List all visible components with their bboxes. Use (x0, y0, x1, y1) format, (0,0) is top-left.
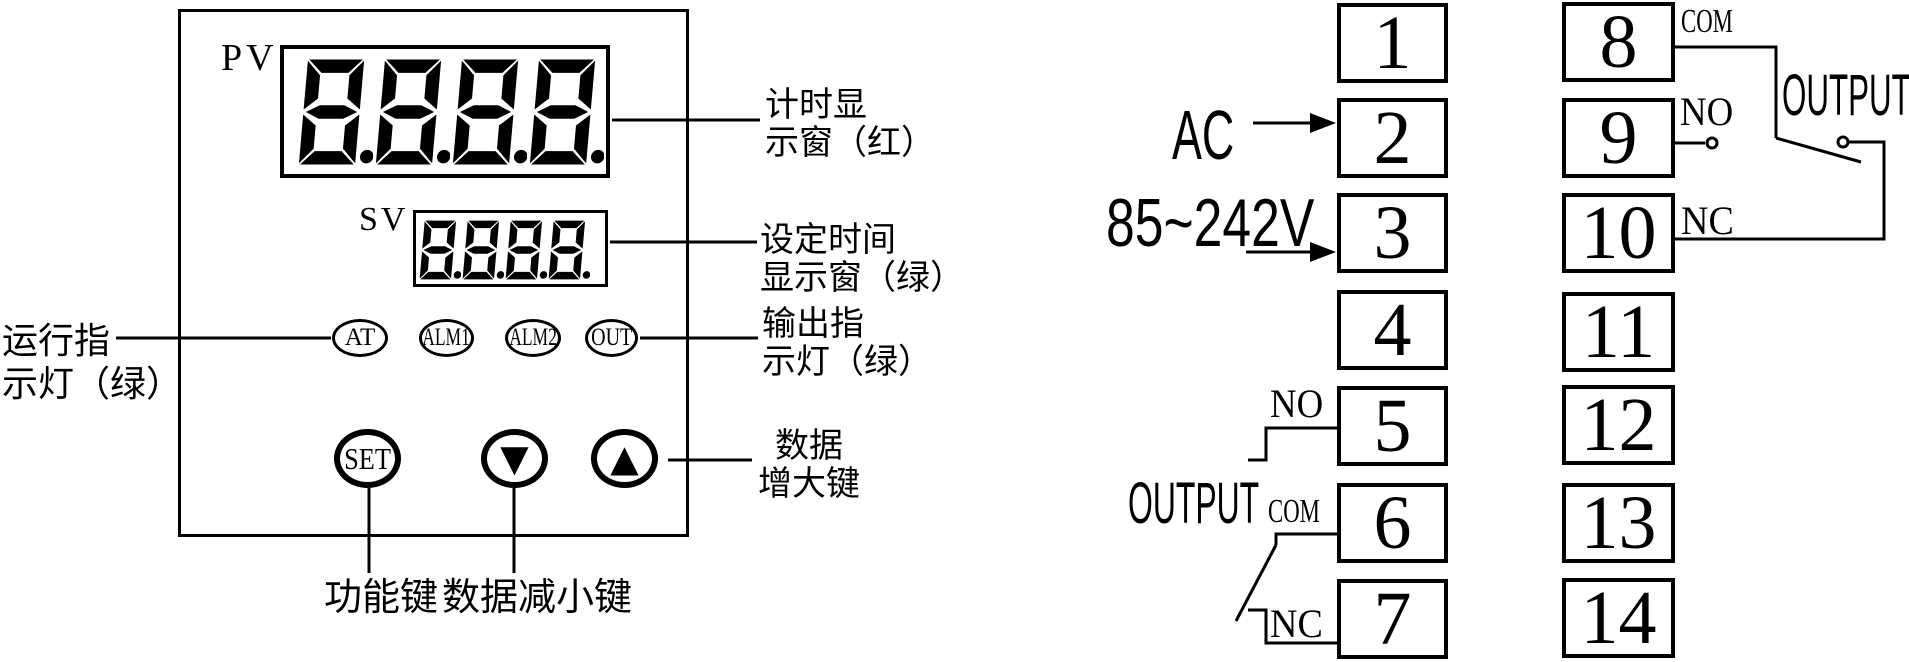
lamp-alm1-label: ALM1 (422, 324, 471, 351)
terminal-6: 6 (1337, 483, 1448, 563)
relay-left-nc-contact (1248, 608, 1337, 645)
callout-timer-window-line1: 计时显 (765, 85, 867, 125)
terminal-2: 2 (1337, 98, 1448, 178)
ac-arrow-head (1310, 113, 1336, 133)
relay-right-lever (1775, 136, 1862, 164)
relay-right-nc-wire (1675, 140, 1886, 241)
terminal-9: 9 (1562, 98, 1675, 178)
callout-increase-key: 数据 增大键 (750, 427, 868, 503)
callout-run-lamp-line1: 运行指 (2, 321, 111, 362)
sv-label: SV (359, 201, 409, 238)
lamp-at: AT (332, 319, 388, 357)
set-button[interactable]: SET (334, 429, 401, 488)
terminal-5: 5 (1337, 386, 1448, 466)
terminal-1: 1 (1337, 3, 1448, 83)
relay-left-no-contact (1248, 426, 1337, 462)
relay-right-output-label: OUTPUT (1782, 63, 1909, 128)
lamp-at-label: AT (344, 324, 376, 351)
terminal-12: 12 (1562, 385, 1675, 465)
callout-set-time-window: 设定时间 显示窗（绿） (760, 221, 964, 297)
callout-output-lamp: 输出指 示灯（绿） (762, 305, 932, 381)
callout-increase-key-line2: 增大键 (758, 464, 860, 504)
power-voltage-label: 85~242V (1106, 185, 1315, 261)
callout-timer-window-line2: 示窗（红） (765, 123, 935, 163)
terminal-7: 7 (1337, 579, 1448, 659)
pv-label: PV (221, 37, 278, 79)
callout-decrease-key: 数据减小键 (442, 575, 633, 619)
set-button-label: SET (344, 440, 391, 476)
lamp-alm1: ALM1 (419, 319, 474, 357)
up-arrow-icon: ▲ (610, 437, 639, 480)
terminal-10: 10 (1562, 193, 1675, 273)
down-arrow-icon: ▼ (500, 437, 529, 480)
pv-digits (296, 57, 604, 167)
callout-set-time-window-line1: 设定时间 (760, 220, 896, 260)
terminal-8: 8 (1562, 2, 1675, 82)
relay-right-nc-label: NC (1681, 198, 1734, 243)
terminal-4: 4 (1337, 290, 1448, 370)
relay-right-com-wire (1675, 45, 1778, 138)
relay-right-nc-contact-dot (1836, 135, 1850, 149)
terminal-11: 11 (1562, 292, 1675, 372)
callout-run-lamp-line2: 示灯（绿） (2, 364, 183, 405)
relay-left-com-label: COM (1268, 493, 1320, 530)
decrease-button[interactable]: ▼ (481, 429, 548, 488)
relay-right-no-contact-dot (1705, 136, 1719, 150)
lamp-out: OUT (585, 319, 638, 357)
increase-button[interactable]: ▲ (591, 429, 658, 488)
relay-right-no-label: NO (1680, 89, 1734, 134)
callout-output-lamp-line1: 输出指 (762, 304, 864, 344)
lamp-alm2: ALM2 (505, 319, 561, 357)
terminal-3: 3 (1337, 193, 1448, 273)
relay-left-no-label: NO (1270, 381, 1324, 426)
relay-right-com-label: COM (1681, 3, 1733, 40)
lamp-alm2-label: ALM2 (509, 324, 557, 351)
relay-left-output-label: OUTPUT (1128, 471, 1260, 536)
sv-digits (418, 219, 590, 281)
relay-left-com-wire (1274, 532, 1337, 545)
terminal-13: 13 (1562, 483, 1675, 563)
relay-left-lever (1234, 544, 1278, 622)
voltage-arrow-head (1310, 242, 1336, 262)
callout-run-lamp: 运行指 示灯（绿） (2, 320, 182, 406)
relay-left-nc-label: NC (1270, 601, 1323, 646)
callout-output-lamp-line2: 示灯（绿） (762, 342, 932, 382)
callout-function-key: 功能键 (324, 575, 439, 619)
power-ac-label: AC (1172, 96, 1235, 174)
callout-set-time-window-line2: 显示窗（绿） (760, 258, 964, 298)
lamp-out-label: OUT (590, 324, 633, 351)
callout-increase-key-line1: 数据 (775, 426, 843, 466)
callout-timer-window: 计时显 示窗（红） (765, 86, 935, 162)
terminal-14: 14 (1562, 578, 1675, 658)
